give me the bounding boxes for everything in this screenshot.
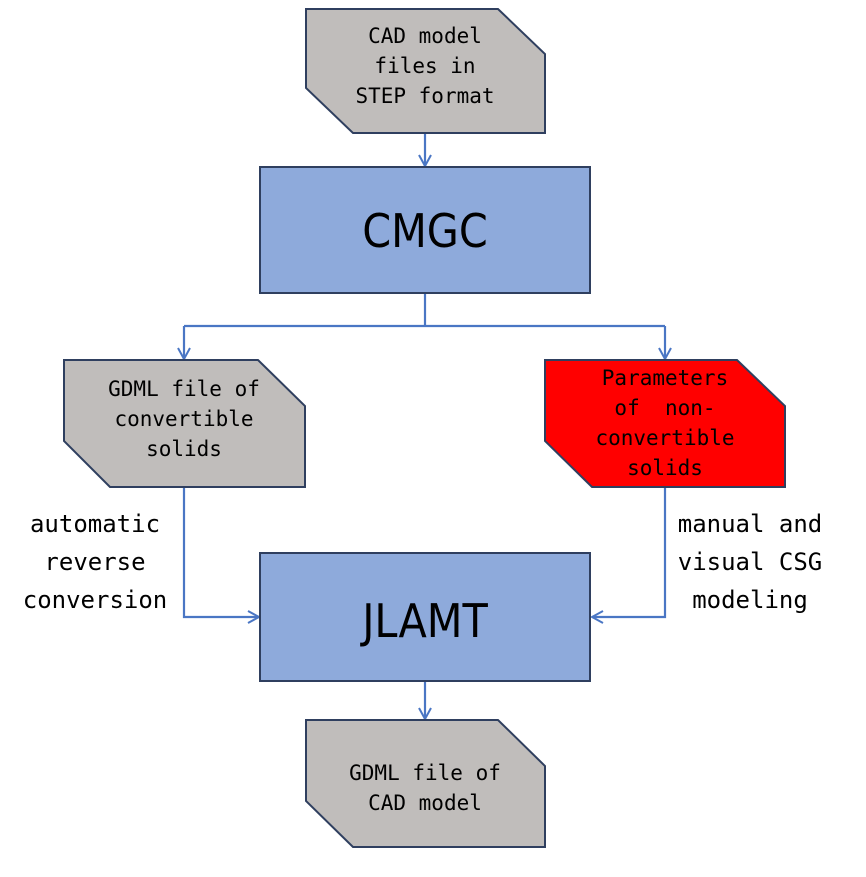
- text-line: Parameters: [602, 366, 728, 390]
- node-non-convertible: Parameters of non-convertible solids: [544, 359, 786, 488]
- non-convertible-shape: [544, 359, 786, 488]
- jlamt-box: [259, 552, 591, 682]
- gdml-convertible-text: GDML file of convertible solids: [108, 377, 260, 461]
- text-line: solids: [146, 437, 222, 461]
- non-convertible-text: Parameters of non-convertible solids: [595, 366, 734, 480]
- text-line: convertible: [595, 426, 734, 450]
- text-line: convertible: [114, 407, 253, 431]
- text-line: CAD model: [368, 791, 482, 815]
- node-cmgc: CMGC: [259, 166, 591, 294]
- gdml-output-text: GDML file of CAD model: [349, 761, 501, 815]
- cad-input-shape: [305, 8, 546, 134]
- text-line: STEP format: [355, 84, 494, 108]
- text-line: manual and: [678, 510, 823, 538]
- text-line: modeling: [692, 586, 808, 614]
- text-line: solids: [627, 456, 703, 480]
- arrow-params-to-jlamt: [592, 487, 667, 617]
- gdml-output-shape: [305, 719, 546, 848]
- text-line: CAD model: [368, 24, 482, 48]
- node-cad-input: CAD model files in STEP format: [305, 8, 546, 134]
- text-line: GDML file of: [108, 377, 260, 401]
- text-line: automatic: [30, 510, 160, 538]
- text-line: visual CSG: [678, 548, 823, 576]
- cad-input-text: CAD model files in STEP format: [355, 24, 494, 108]
- edge-label-automatic-conversion: automatic reverse conversion: [23, 510, 168, 614]
- text-line: of non-: [614, 396, 715, 420]
- node-gdml-convertible: GDML file of convertible solids: [63, 359, 306, 488]
- jlamt-label: JLAMT: [359, 594, 488, 648]
- connectors: [184, 133, 665, 719]
- gdml-convertible-shape: [63, 359, 306, 488]
- text-line: files in: [374, 54, 475, 78]
- text-line: conversion: [23, 586, 168, 614]
- node-jlamt: JLAMT: [259, 552, 591, 682]
- text-line: reverse: [44, 548, 145, 576]
- node-gdml-output: GDML file of CAD model: [305, 719, 546, 848]
- edge-label-manual-modeling: manual and visual CSG modeling: [678, 510, 823, 614]
- text-line: GDML file of: [349, 761, 501, 785]
- arrow-gdml-to-jlamt: [182, 487, 259, 617]
- cmgc-box: [259, 166, 591, 294]
- cmgc-label: CMGC: [362, 204, 488, 258]
